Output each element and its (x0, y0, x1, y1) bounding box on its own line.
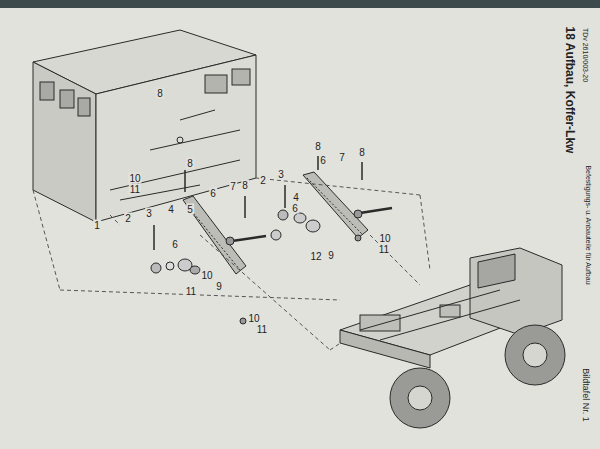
callout-number: 11 (256, 324, 268, 335)
callout-number: 7 (338, 152, 346, 163)
page-margin-note: Befestigungs- u. Anbauteile für Aufbau (583, 164, 594, 285)
callout-number: 5 (186, 204, 194, 215)
callout-number: 9 (215, 281, 223, 292)
page-margin-note: Bildtafel Nr. 1 (580, 367, 591, 423)
callout-number: 10 (200, 270, 213, 281)
callout-number: 3 (277, 169, 285, 180)
callout-number: 6 (171, 239, 179, 250)
callout-number: 9 (327, 250, 335, 261)
page-title: 18 Aufbau, Koffer-Lkw (563, 27, 577, 154)
callout-number: 6 (291, 203, 299, 214)
callout-number: 1 (93, 220, 101, 231)
callout-number: 12 (309, 251, 322, 262)
callout-number: 2 (124, 213, 132, 224)
callout-number: 11 (129, 184, 141, 195)
callout-number: 8 (358, 147, 366, 158)
callout-number: 10 (247, 313, 260, 324)
callout-number: 6 (319, 155, 327, 166)
callout-number: 8 (314, 141, 322, 152)
callout-number: 8 (186, 158, 194, 169)
page-margin-note: TDv 2610/003-20 (580, 27, 591, 83)
callout-number: 4 (167, 204, 175, 215)
callout-number: 11 (185, 286, 197, 297)
callout-number: 8 (241, 180, 249, 191)
callout-number: 6 (209, 188, 217, 199)
callout-number: 11 (378, 244, 390, 255)
callout-number: 10 (378, 233, 391, 244)
callout-number: 4 (292, 192, 300, 203)
callout-number: 2 (259, 175, 267, 186)
callout-number: 8 (156, 88, 164, 99)
callout-number: 10 (128, 173, 141, 184)
callout-number: 3 (145, 208, 153, 219)
callout-number: 7 (229, 181, 237, 192)
